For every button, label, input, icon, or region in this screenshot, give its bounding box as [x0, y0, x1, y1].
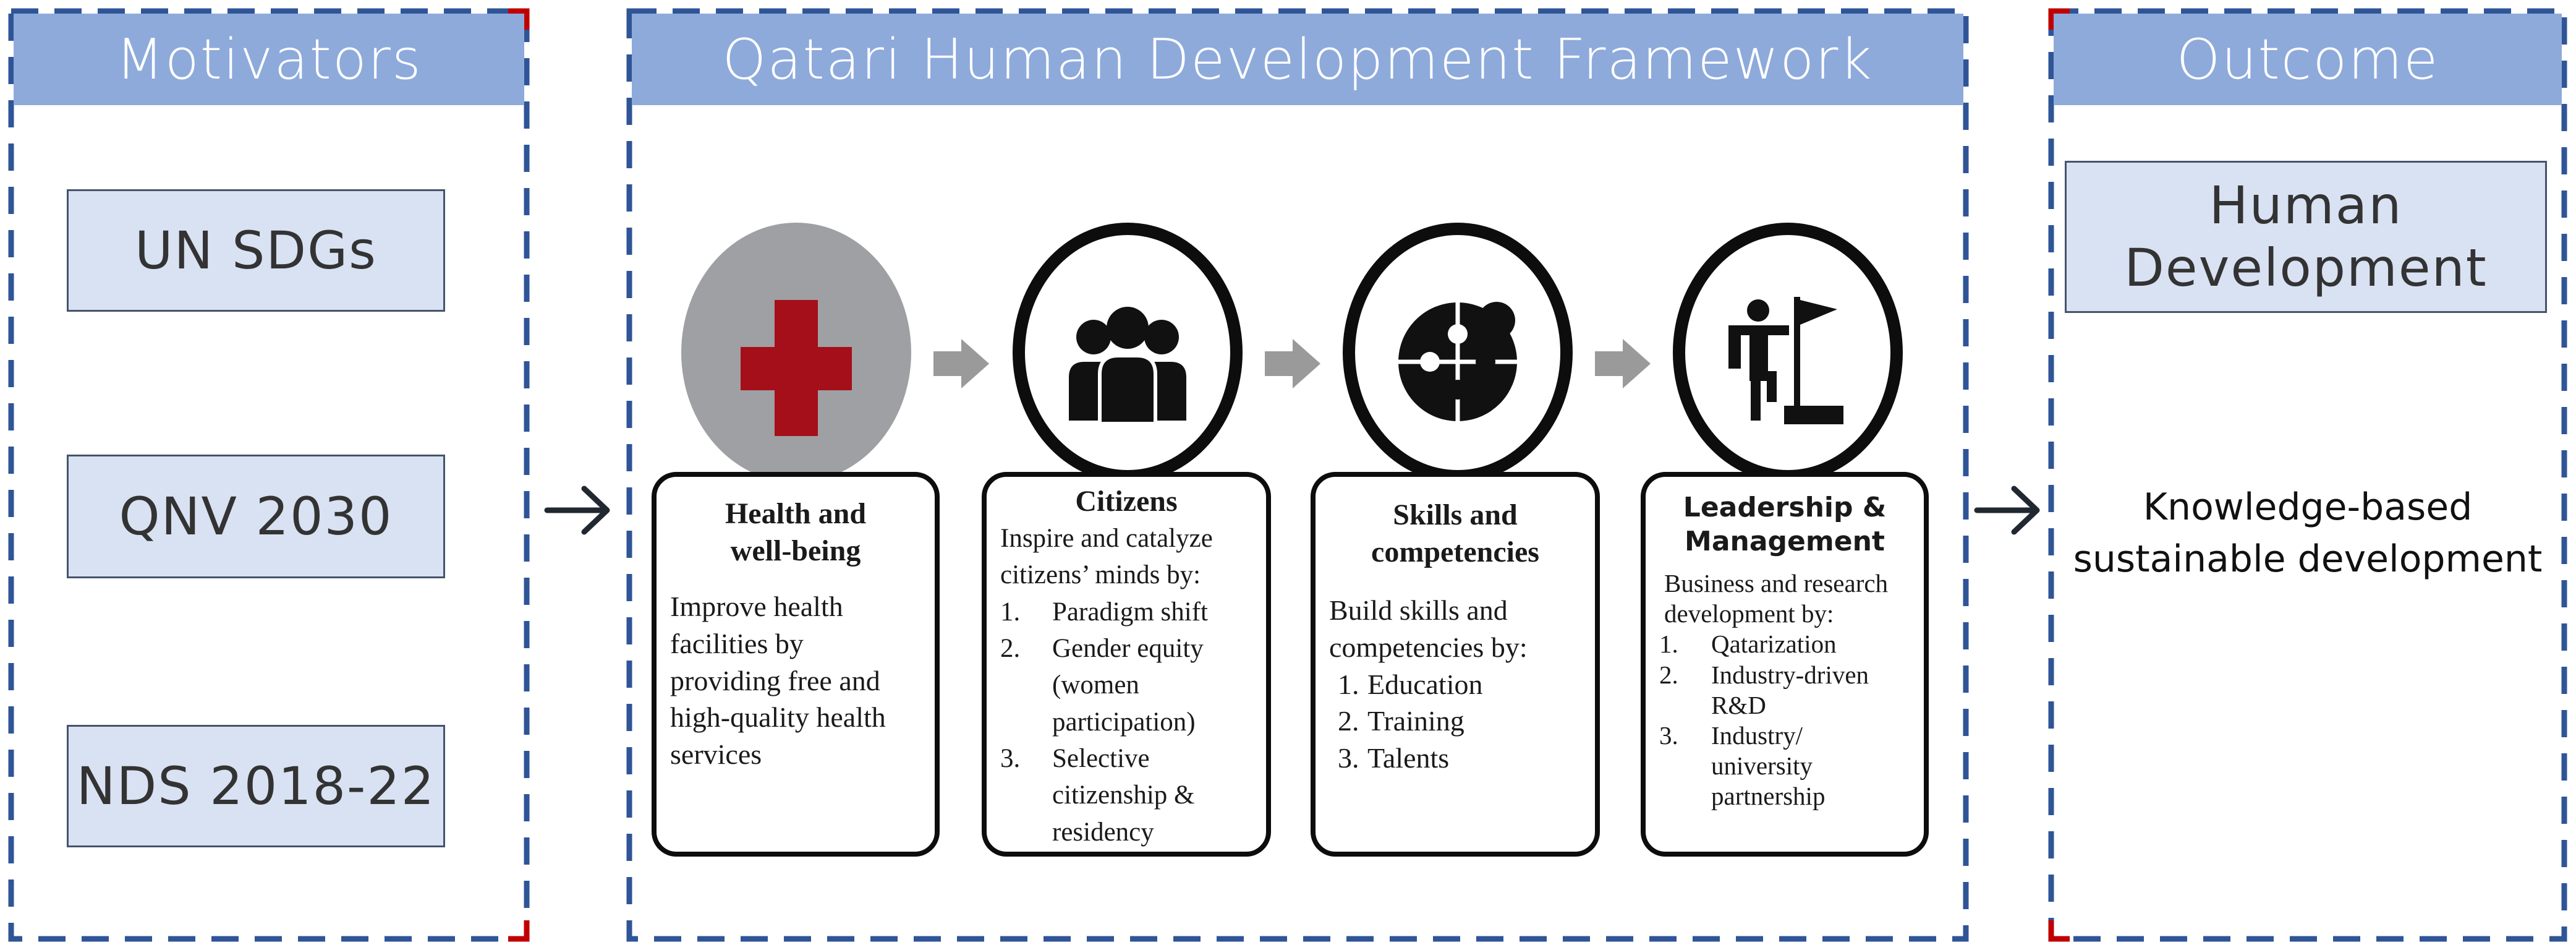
skills-card: Skills and competencies Build skills and… [1311, 472, 1600, 857]
list-item: 3.Industry/ university partnership [1659, 721, 1826, 811]
health-card: Health and well-being Improve health fac… [652, 472, 940, 857]
health-title-line-2: well-being [730, 534, 861, 567]
leadership-title-line-1: Leadership & [1683, 492, 1887, 523]
outcome-header: Outcome [2054, 14, 2562, 105]
list-item: 1.Qatarization [1659, 630, 1837, 659]
motivator-qnv-2030: QNV 2030 [67, 455, 445, 578]
list-item: 3.Selective citizenship & residency [1000, 743, 1195, 847]
list-item: 2.Industry-driven R&D [1659, 660, 1869, 719]
leadership-title-line-2: Management [1685, 526, 1885, 557]
list-item: 1.Education [1338, 668, 1483, 700]
outcome-human-development-box: Human Development [2065, 161, 2547, 313]
outcome-result: Knowledge-based sustainable development [2054, 481, 2562, 585]
arrow-framework-to-outcome [1974, 486, 2040, 535]
health-title: Health and well-being [670, 495, 921, 570]
motivator-nds-2018-22: NDS 2018-22 [67, 725, 445, 847]
motivators-header: Motivators [14, 14, 524, 105]
citizens-intro: Inspire and catalyze citizens’ minds by: [1000, 524, 1213, 590]
skills-title: Skills and competencies [1329, 497, 1581, 571]
puzzle-brain-icon [1396, 300, 1520, 424]
arrow-motivators-to-framework [544, 486, 610, 535]
skills-list: 1.Education 2.Training 3.Talents [1329, 666, 1581, 777]
outcome-result-line-1: Knowledge-based [2143, 486, 2473, 529]
leadership-card: Leadership & Management Business and res… [1641, 472, 1929, 857]
health-body: Improve health facilities by providing f… [670, 591, 886, 771]
leadership-circle [1673, 223, 1903, 482]
list-item: 1.Paradigm shift [1000, 597, 1208, 627]
skills-title-line-2: competencies [1371, 536, 1539, 568]
outcome-box-line-1: Human [2209, 175, 2403, 236]
motivator-un-sdgs: UN SDGs [67, 189, 445, 312]
outcome-panel-border [2048, 8, 2567, 942]
citizens-list: 1.Paradigm shift 2.Gender equity (women … [1000, 594, 1252, 850]
outcome-box-line-2: Development [2124, 238, 2488, 298]
skills-intro: Build skills and competencies by: [1329, 594, 1528, 663]
person-flag-icon [1728, 297, 1843, 424]
medical-cross-icon [741, 300, 852, 436]
leadership-list: 1.Qatarization 2.Industry-driven R&D 3.I… [1659, 629, 1910, 811]
list-item: 3.Talents [1338, 742, 1450, 774]
pillar-arrow-3 [1595, 339, 1651, 388]
list-item: 2.Gender equity (women participation) [1000, 633, 1204, 737]
skills-title-line-1: Skills and [1393, 499, 1518, 531]
leadership-title: Leadership & Management [1659, 490, 1910, 558]
health-circle [681, 223, 911, 482]
citizens-card: Citizens Inspire and catalyze citizens’ … [982, 472, 1271, 857]
skills-circle [1343, 223, 1573, 482]
citizens-title: Citizens [1075, 485, 1178, 518]
citizens-circle [1013, 223, 1243, 482]
framework-header: Qatari Human Development Framework [632, 14, 1963, 105]
outcome-result-line-2: sustainable development [2073, 537, 2543, 581]
leadership-intro: Business and research development by: [1664, 569, 1889, 628]
framework-panel-border [626, 8, 1969, 942]
pillar-arrow-2 [1265, 339, 1320, 388]
motivators-panel-border [8, 8, 530, 942]
health-title-line-1: Health and [725, 497, 867, 530]
list-item: 2.Training [1338, 705, 1464, 737]
pillar-arrow-1 [933, 339, 989, 388]
people-group-icon [1069, 307, 1186, 426]
